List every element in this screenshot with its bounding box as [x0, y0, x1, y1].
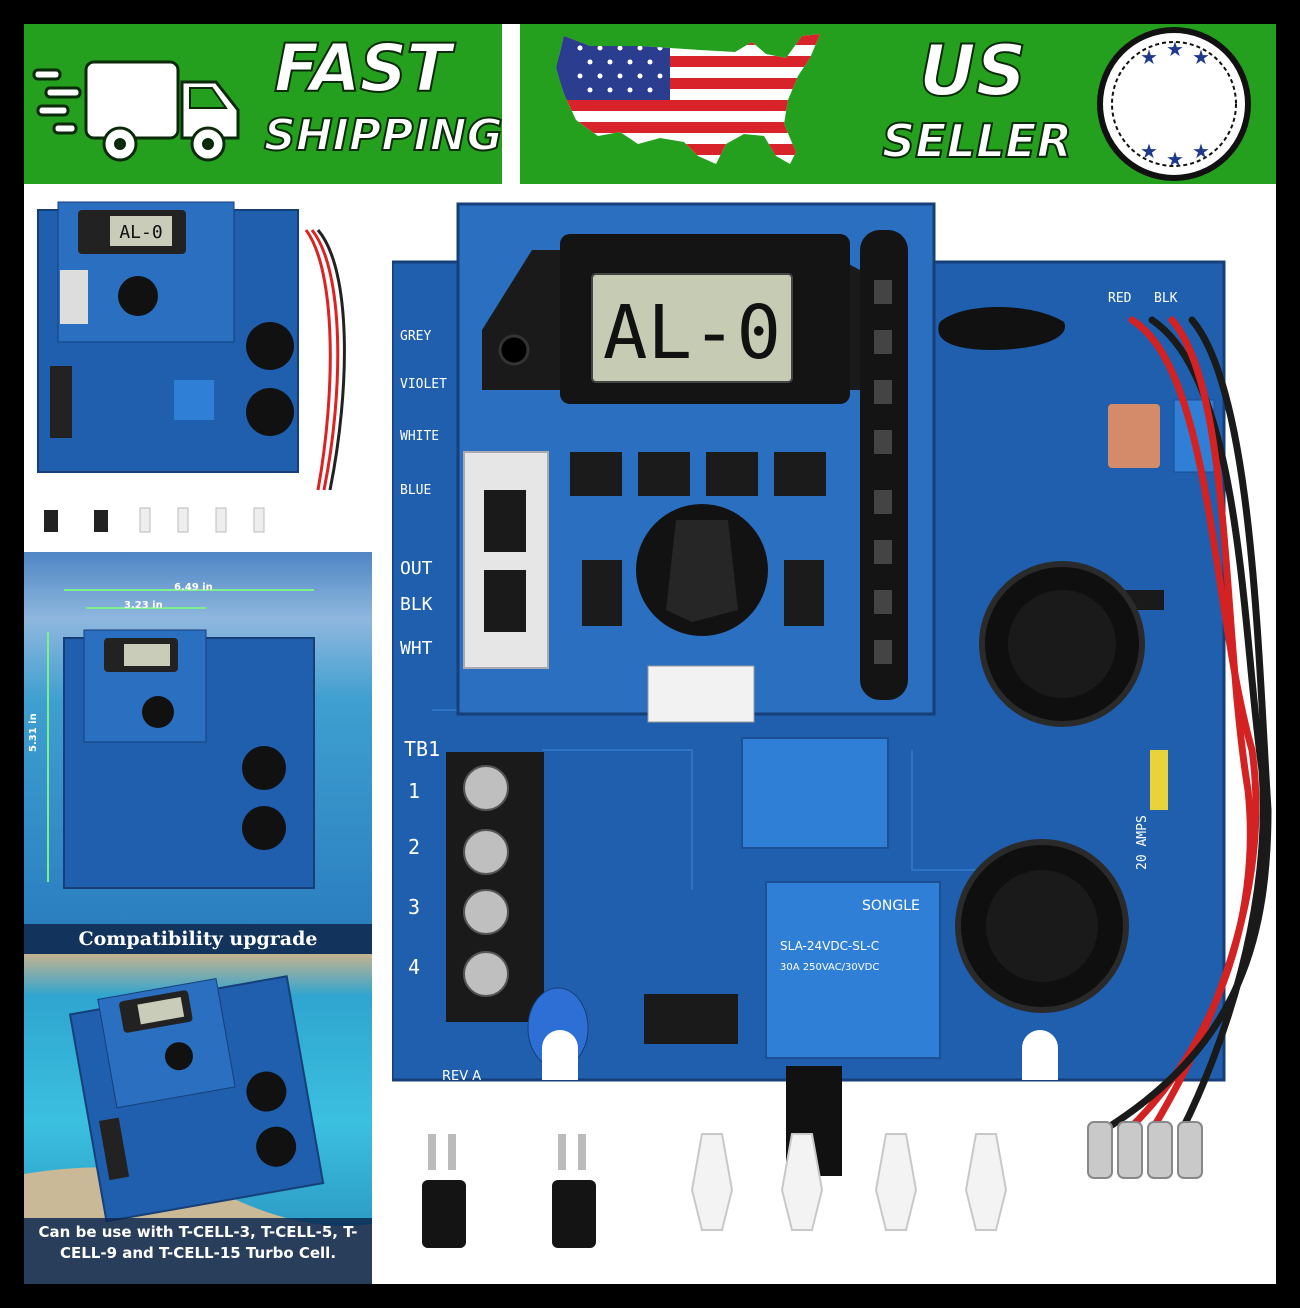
shipping-text: SHIPPING	[263, 110, 504, 161]
thumb-display-text: AL-0	[119, 222, 162, 243]
dimension-width: 6.49 in	[174, 582, 213, 593]
dimension-diagram-image	[47, 589, 315, 889]
banner-divider	[502, 24, 520, 184]
svg-text:★: ★	[1192, 45, 1210, 69]
relay-model: SLA-24VDC-SL-C	[780, 939, 879, 953]
fast-shipping-banner: FAST SHIPPING	[24, 24, 504, 184]
out-label-blk: BLK	[400, 594, 433, 615]
terminal-3: 3	[408, 895, 420, 919]
wire-label-red: RED	[1108, 291, 1132, 306]
out-label-wht: WHT	[400, 638, 433, 659]
us-seller-banner: US SELLER ★ ★ ★ ★ ★ ★	[854, 24, 1276, 184]
svg-text:★: ★	[1166, 147, 1184, 171]
wire-label-white: WHITE	[400, 429, 439, 444]
out-label: OUT	[400, 558, 433, 579]
relay-brand: SONGLE	[862, 898, 920, 914]
svg-text:★: ★	[1192, 139, 1210, 163]
dimension-height: 5.31 in	[28, 713, 39, 752]
wire-label-grey: GREY	[400, 329, 431, 344]
lcd-display-text: AL-0	[603, 290, 781, 376]
relay-rating: 30A 250VAC/30VDC	[780, 962, 879, 973]
thumbnail-compatibility[interactable]: Compatibility upgrade Can be use with T-…	[24, 924, 372, 1284]
thumbnail-dimensions[interactable]: 6.49 in 3.23 in 5.31 in	[24, 552, 372, 924]
fuse-label: 20 AMPS	[1135, 815, 1150, 870]
thumbnail-board-with-parts[interactable]: AL-0	[24, 190, 372, 554]
us-text: US	[918, 30, 1027, 112]
wire-label-violet: VIOLET	[400, 377, 447, 392]
terminal-4: 4	[408, 955, 420, 979]
dimension-inner-width: 3.23 in	[124, 600, 163, 611]
svg-text:★: ★	[1140, 139, 1158, 163]
delivery-truck-icon	[32, 60, 240, 162]
usa-map-flag-icon	[556, 34, 820, 164]
wire-label-blk: BLK	[1154, 291, 1178, 306]
product-image-frame: FAST SHIPPING	[24, 24, 1276, 1284]
wire-label-blue: BLUE	[400, 483, 431, 498]
svg-text:★: ★	[1166, 37, 1184, 61]
pcb-thumbnail-image: AL-0	[37, 201, 346, 533]
compatibility-description: Can be use with T-CELL-3, T-CELL-5, T-CE…	[24, 1218, 372, 1284]
compatibility-title: Compatibility upgrade	[24, 924, 372, 954]
usa-flag-banner	[520, 24, 854, 184]
terminal-1: 1	[408, 779, 420, 803]
main-pcb-image: GREY VIOLET WHITE BLUE OUT BLK WHT AL-0	[392, 202, 1272, 1248]
seal-badge-icon: ★ ★ ★ ★ ★ ★	[1097, 27, 1251, 181]
board-revision: REV A	[442, 1069, 481, 1084]
terminal-2: 2	[408, 835, 420, 859]
fast-text: FAST	[273, 30, 452, 107]
terminal-block-label: TB1	[404, 737, 440, 761]
svg-text:★: ★	[1140, 45, 1158, 69]
seller-text: SELLER	[881, 114, 1073, 168]
board-date: 20240522	[436, 1087, 497, 1101]
